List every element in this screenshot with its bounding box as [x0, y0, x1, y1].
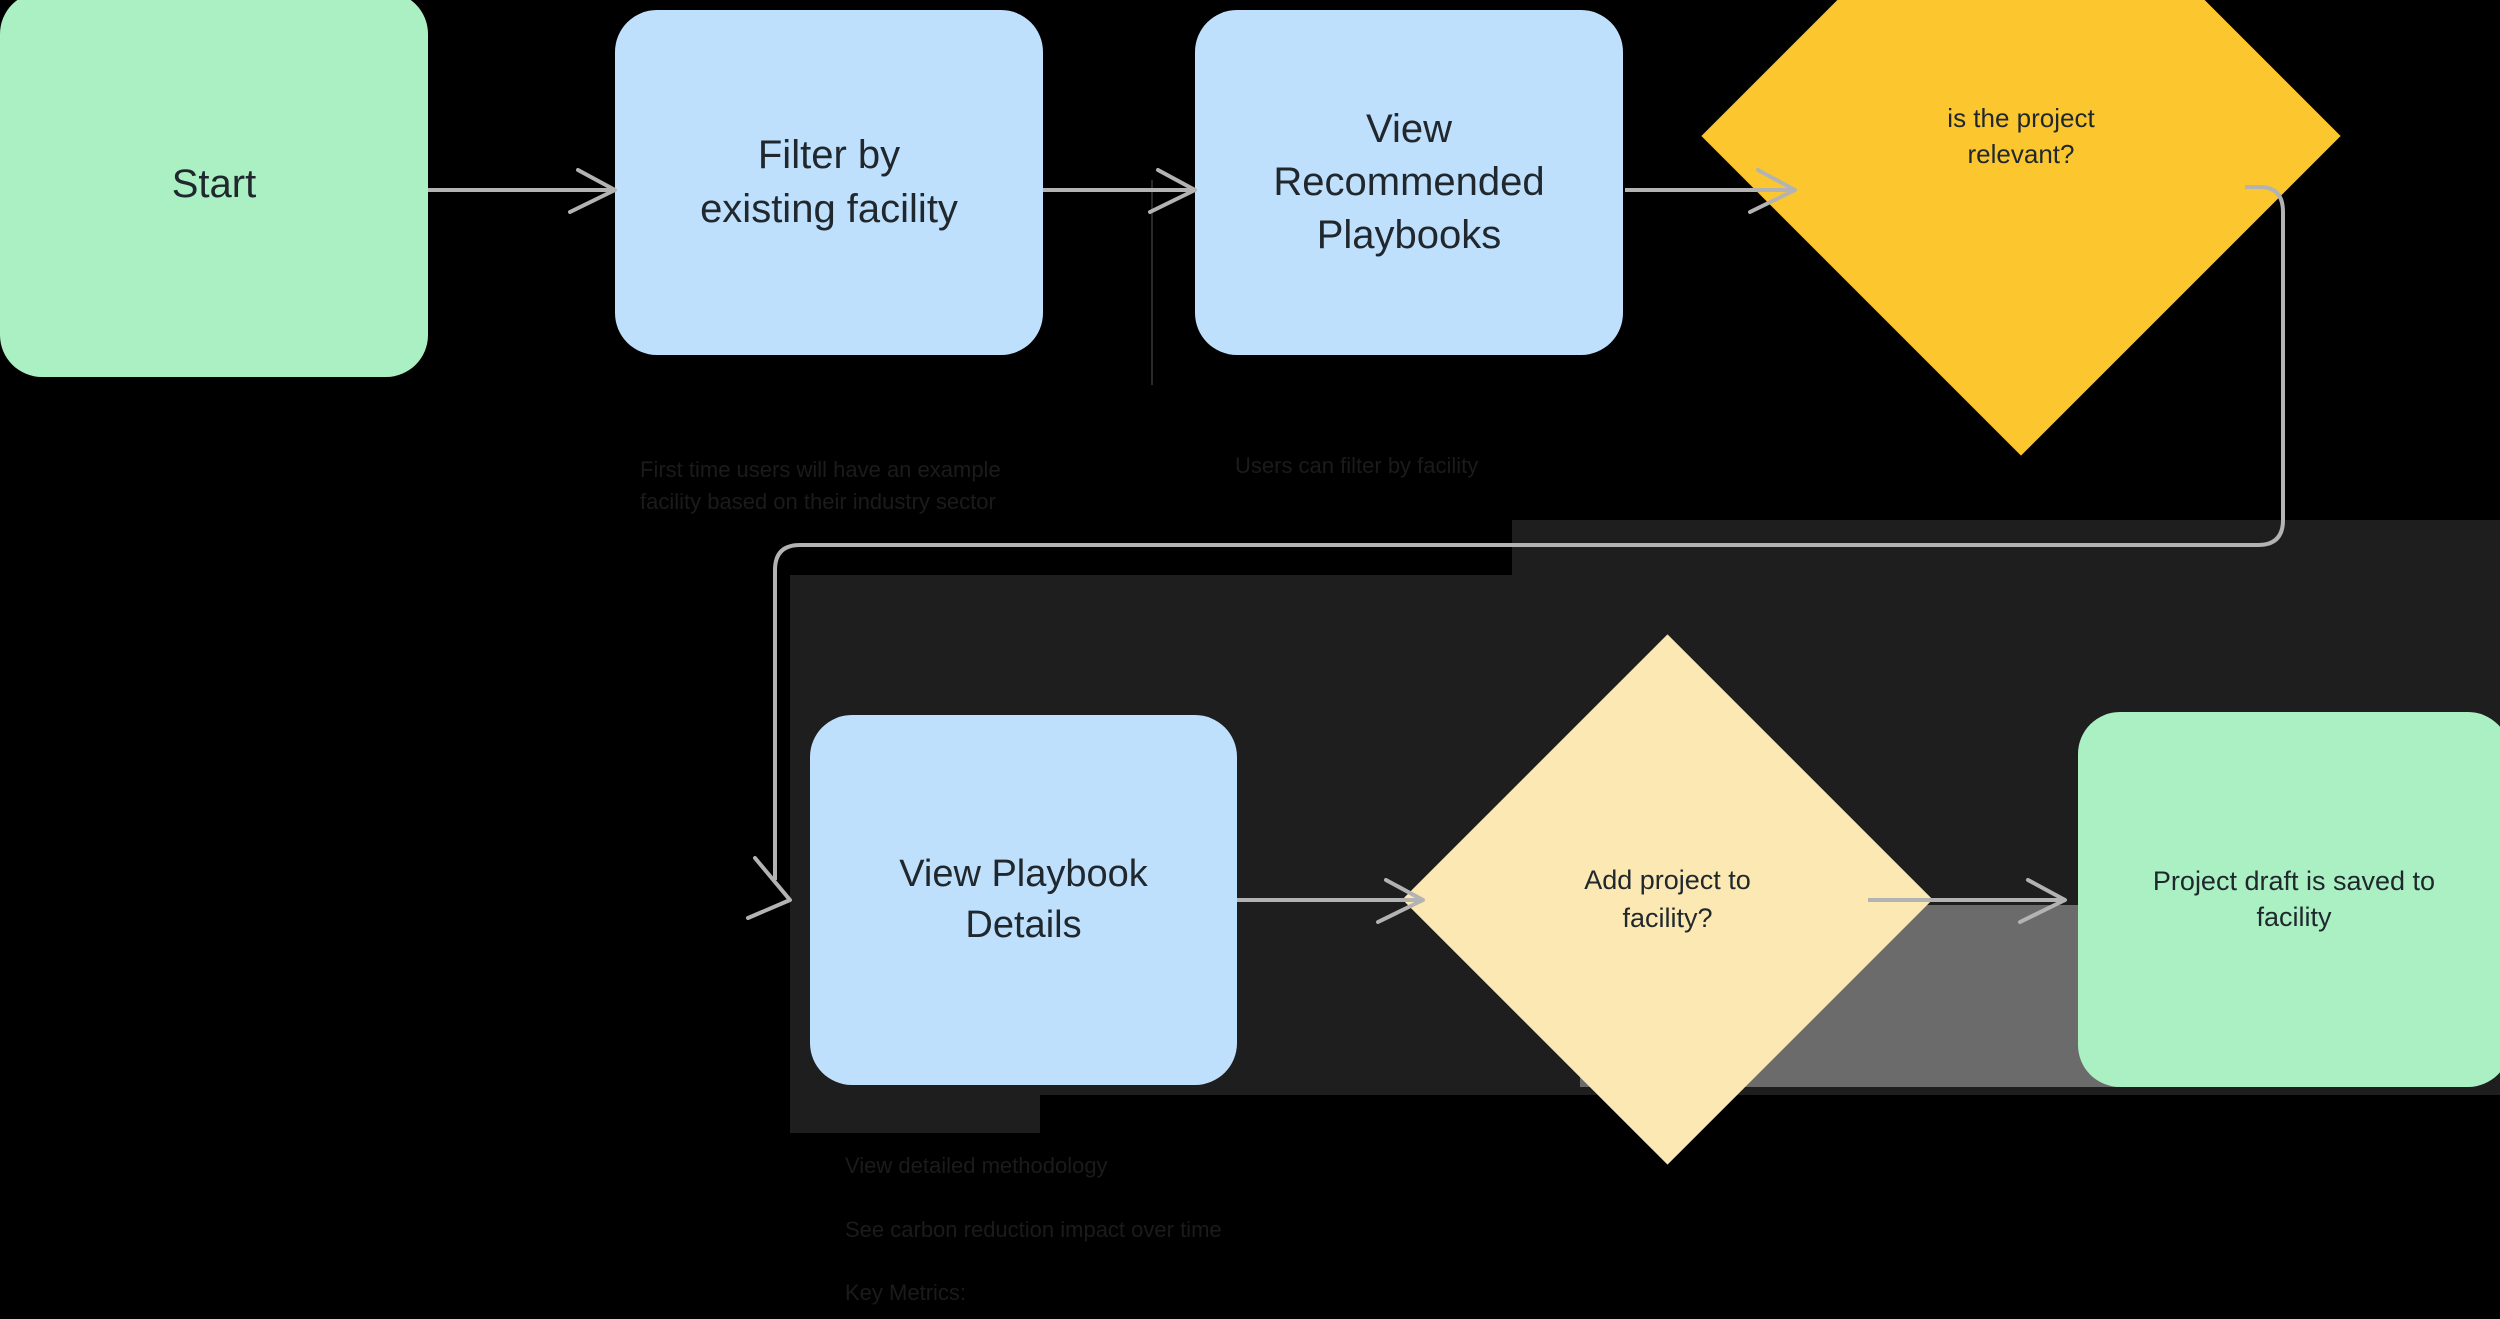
node-project-draft-saved[interactable]: Project draft is saved to facility — [2078, 712, 2500, 1087]
annotation-users-can-filter-text: Users can filter by facility — [1235, 452, 1479, 478]
annotation-line-carbon-impact: See carbon reduction impact over time — [845, 1216, 1222, 1242]
arrowhead-to-recommended — [1148, 168, 1197, 214]
node-start-label: Start — [171, 161, 257, 206]
arrowhead-to-playbook-details — [746, 856, 792, 920]
background-panel — [1512, 520, 2500, 580]
node-playbook-details-label: View Playbook Details — [899, 853, 1148, 946]
node-filter-by-existing-facility[interactable]: Filter by existing facility — [615, 10, 1043, 355]
annotation-first-time-users-text: First time users will have an example fa… — [640, 456, 1001, 514]
node-view-playbook-details[interactable]: View Playbook Details — [810, 715, 1237, 1085]
background-panel-lower — [790, 1085, 1040, 1133]
node-add-project-to-facility[interactable]: Add project to facility? — [1402, 634, 1933, 1165]
annotation-first-time-users: First time users will have an example fa… — [640, 422, 1060, 550]
annotation-users-can-filter: Users can filter by facility — [1235, 418, 1655, 514]
arrowhead-to-filter — [568, 168, 617, 214]
node-is-project-relevant[interactable]: is the project relevant? — [1701, 0, 2341, 456]
annotation-line-key-metrics: Key Metrics: — [845, 1280, 967, 1306]
node-start[interactable]: Start — [0, 0, 428, 377]
node-project-saved-label: Project draft is saved to facility — [2152, 865, 2436, 932]
node-view-recommended-playbooks[interactable]: View Recommended Playbooks — [1195, 10, 1623, 355]
annotation-line-methodology: View detailed methodology — [845, 1152, 1108, 1178]
node-recommended-label: View Recommended Playbooks — [1273, 106, 1545, 258]
annotation-playbook-details: View detailed methodology See carbon red… — [845, 1118, 1245, 1319]
node-add-project-label: Add project to facility? — [1584, 864, 1751, 933]
node-relevant-label: is the project relevant? — [1947, 102, 2095, 169]
node-filter-label: Filter by existing facility — [700, 133, 958, 231]
